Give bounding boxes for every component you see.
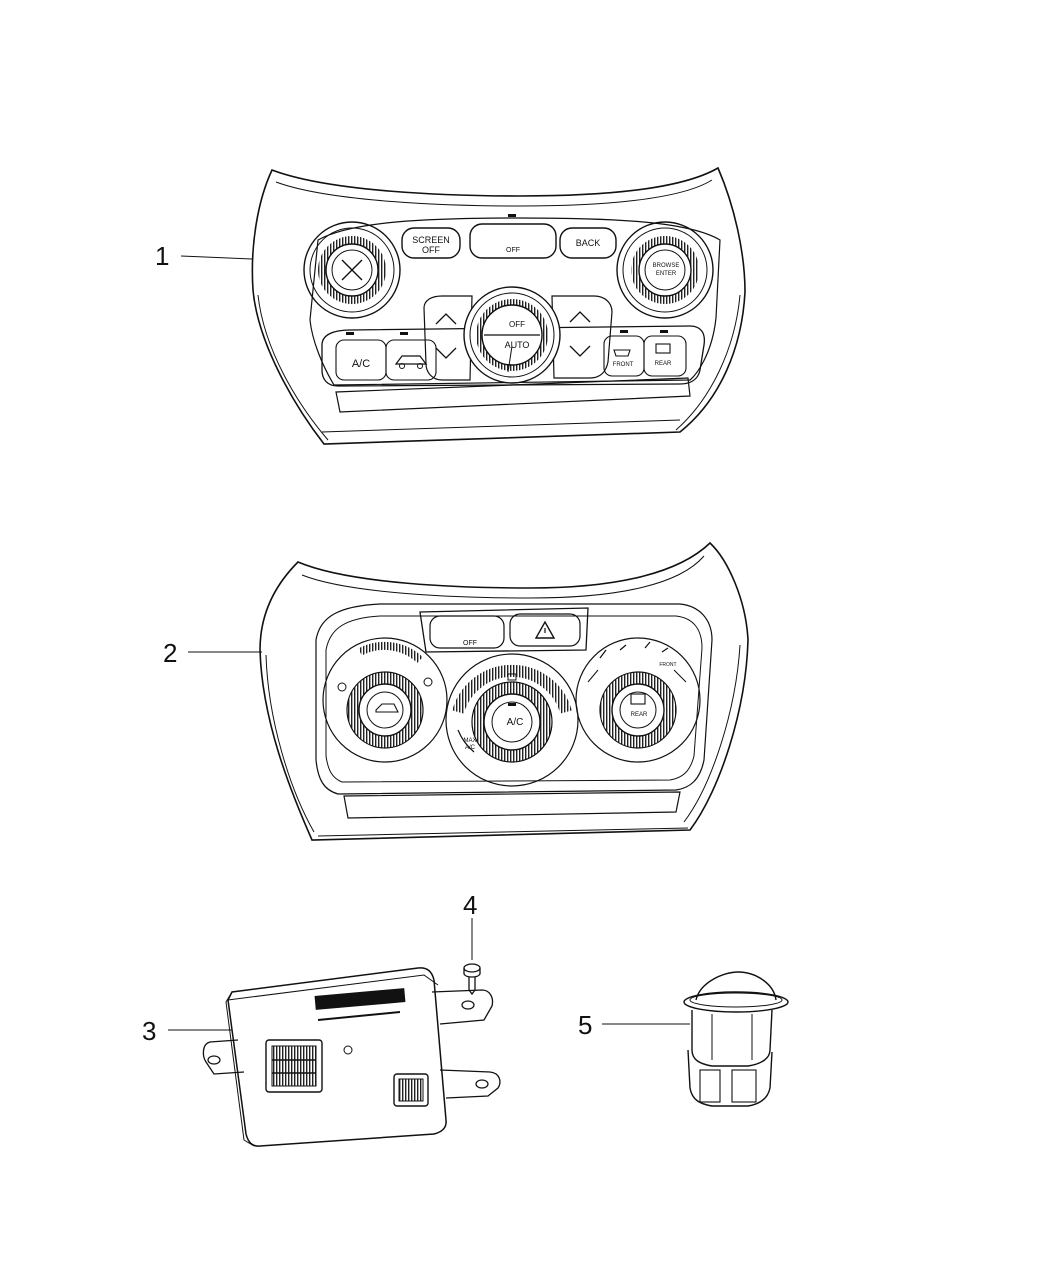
mode-dial [575, 637, 701, 763]
callout-1: 1 [155, 241, 170, 271]
center-auto-label: AUTO [505, 340, 530, 350]
max-ac-label-line1: MAX [463, 738, 476, 744]
control-module [202, 967, 501, 1147]
climate-control-panel-2 [259, 541, 749, 841]
rear-defrost-button [643, 335, 687, 377]
climate-control-panel-1 [251, 166, 746, 445]
center-fan-knob [463, 286, 561, 384]
fan-speed-dial [322, 637, 448, 763]
panel-1-labels: SCREEN OFF OFF BACK OFF AUTO A/C FRONT R… [352, 235, 680, 370]
ac-label-2: A/C [507, 717, 524, 728]
callout-2: 2 [163, 638, 178, 668]
volume-knob [303, 221, 401, 319]
front-label: FRONT [613, 362, 634, 368]
esc-off-label: OFF [506, 247, 520, 254]
left-temp-rocker [423, 295, 473, 381]
esc-off-label-2: OFF [463, 640, 477, 647]
center-off-label: OFF [509, 320, 525, 329]
browse-label-line1: BROWSE [653, 263, 680, 269]
front-label-2: FRONT [659, 662, 676, 668]
temperature-dial [445, 653, 579, 787]
screen-off-button [401, 227, 461, 259]
rear-label-2: REAR [631, 712, 648, 718]
hazard-button [509, 613, 581, 647]
browse-enter-knob [616, 221, 714, 319]
panel-2-labels: OFF A/C MAX A/C REAR FRONT [463, 640, 677, 751]
max-ac-label-line2: A/C [465, 745, 476, 751]
screen-off-label-line2: OFF [422, 245, 440, 255]
large-connector [265, 1039, 323, 1093]
screen-off-label-line1: SCREEN [412, 235, 450, 245]
rear-label: REAR [655, 361, 672, 367]
leader-line-1 [180, 255, 253, 260]
recirc-button [385, 339, 437, 381]
small-connector [393, 1073, 429, 1107]
callout-5: 5 [578, 1010, 593, 1040]
callout-4: 4 [463, 890, 478, 920]
ac-label: A/C [352, 358, 370, 370]
esc-off-button-2 [429, 615, 505, 649]
back-label: BACK [576, 238, 601, 248]
back-button [559, 227, 617, 259]
sensor [683, 971, 789, 1107]
callout-3: 3 [142, 1016, 157, 1046]
browse-label-line2: ENTER [656, 271, 677, 277]
right-temp-rocker [551, 295, 613, 379]
screw [463, 963, 481, 996]
